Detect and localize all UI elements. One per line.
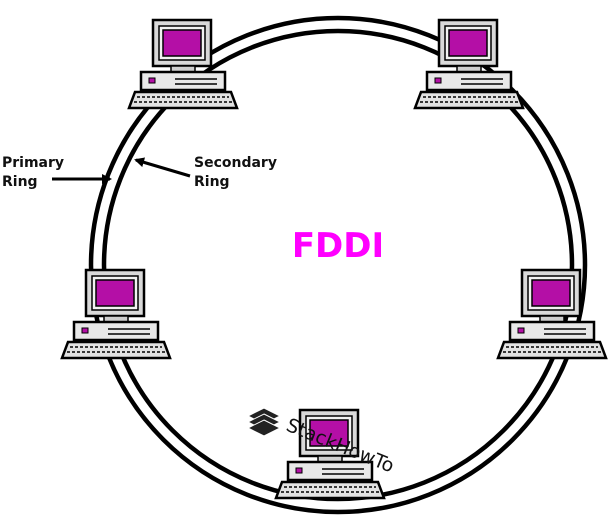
computer-top-right: [413, 18, 525, 110]
secondary-label-line1: Secondary: [194, 155, 277, 171]
stack-logo-icon: [247, 407, 281, 437]
outer-ring: [88, 15, 588, 515]
computer-right: [496, 268, 608, 360]
secondary-label-line2: Ring: [194, 174, 230, 190]
fddi-title: FDDI: [292, 226, 384, 266]
secondary-arrow: [134, 157, 191, 178]
computer-left: [60, 268, 172, 360]
primary-label-line2: Ring: [2, 174, 38, 190]
primary-label-line1: Primary: [2, 155, 64, 171]
